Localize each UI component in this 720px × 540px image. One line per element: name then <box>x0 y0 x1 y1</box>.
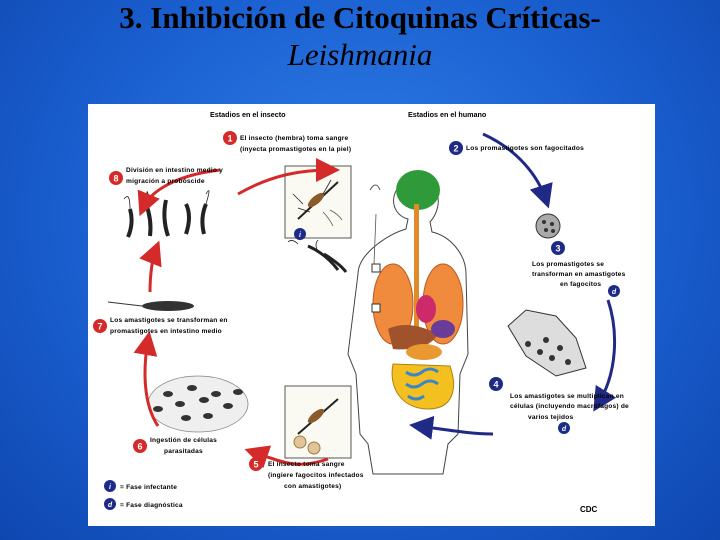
phagocyte-cell-illustration <box>535 213 561 239</box>
slide-title-line2: Leishmania <box>287 36 433 72</box>
mosquito-bite-illustration-top <box>284 165 381 239</box>
step-1-number: 1 <box>227 134 232 144</box>
legend-infective-label: = Fase infectante <box>120 484 177 491</box>
infective-badge <box>294 228 306 240</box>
elongated-promastigote-illustration <box>107 301 194 311</box>
step-2: 2 Los promastigotes son fagocitados <box>449 141 584 155</box>
step-1: 1 El insecto (hembra) toma sangre (inyec… <box>223 131 351 153</box>
stomach-organ <box>406 344 442 360</box>
human-body-illustration <box>347 170 469 475</box>
step-5-line-3: con amastigotes) <box>284 483 341 490</box>
legend-infective-badge: i <box>109 484 112 491</box>
arrow-5-to-6 <box>244 445 329 469</box>
step-3-line-3: en fagocitos <box>560 281 601 288</box>
step-2-line-1: Los promastigotes son fagocitados <box>466 145 584 152</box>
step-6-line-2: parasitadas <box>164 448 203 455</box>
arrow-1-to-8 <box>137 168 221 217</box>
step-4-line-3: varios tejidos <box>528 414 573 421</box>
step-6: 6 Ingestión de células parasitadas <box>133 437 217 455</box>
step-4: 4 Los amastigotes se multiplican en célu… <box>489 377 629 434</box>
step-4-line-1: Los amastigotes se multiplican en <box>510 393 624 400</box>
step-8-number: 8 <box>113 174 118 184</box>
step-3-diagnostic-badge: d <box>612 289 617 296</box>
legend-diagnostic-badge: d <box>108 502 113 509</box>
arrow-6-to-7 <box>133 331 160 427</box>
legend: i = Fase infectante d = Fase diagnóstica <box>104 480 183 510</box>
arrow-3-to-4 <box>593 299 617 412</box>
step-6-number: 6 <box>137 442 142 452</box>
slide-title-line1: 3. Inhibición de Citoquinas Críticas- <box>119 0 601 35</box>
step-3-line-2: transforman en amastigotes <box>532 271 626 278</box>
step-7-line-1: Los amastigotes se transforman en <box>110 317 228 324</box>
parasitized-cells-illustration <box>147 375 249 433</box>
dividing-promastigotes-illustration <box>123 190 210 238</box>
step-3: 3 Los promastigotes se transforman en am… <box>532 241 626 297</box>
promastigote-illustration <box>287 239 348 273</box>
step-5-line-2: (ingiere fagocitos infectados <box>268 472 364 479</box>
liver-organ <box>388 325 438 350</box>
step-4-number: 4 <box>493 380 498 390</box>
heart-organ <box>416 295 436 323</box>
step-8-line-2: migración a probóscide <box>126 178 205 185</box>
arrow-4-to-5 <box>409 415 494 440</box>
step-8-line-1: División en intestino medio y <box>126 167 223 174</box>
step-5-line-1: El insecto toma sangre <box>268 461 345 468</box>
step-7-line-2: promastigotes en intestino medio <box>110 328 222 335</box>
step-3-number: 3 <box>555 244 560 254</box>
step-8: 8 División en intestino medio y migració… <box>109 167 223 185</box>
step-5: 5 El insecto toma sangre (ingiere fagoci… <box>249 457 364 490</box>
legend-diagnostic-label: = Fase diagnóstica <box>120 502 183 509</box>
mosquito-bite-illustration-bottom <box>284 385 352 459</box>
step-7-number: 7 <box>97 322 102 332</box>
step-1-line-1: El insecto (hembra) toma sangre <box>240 135 349 142</box>
arrow-7-to-8 <box>139 240 162 293</box>
lifecycle-diagram: Estadios en el insecto Estadios en el hu… <box>93 110 629 514</box>
insect-stages-header: Estadios en el insecto <box>210 110 286 119</box>
brain-organ <box>396 170 440 210</box>
step-4-diagnostic-badge: d <box>562 426 567 433</box>
step-3-line-1: Los promastigotes se <box>532 261 604 268</box>
infected-macrophage-illustration <box>507 309 587 377</box>
step-6-line-1: Ingestión de células <box>150 437 217 444</box>
step-5-number: 5 <box>253 460 258 470</box>
lifecycle-diagram-panel: Estadios en el insecto Estadios en el hu… <box>88 104 655 526</box>
intestines-organ <box>391 363 454 410</box>
spleen-organ <box>431 320 455 338</box>
step-4-line-2: células (incluyendo macrófagos) de <box>510 403 629 410</box>
arrow-8-to-1 <box>237 158 340 196</box>
slide-title: 3. Inhibición de Citoquinas Críticas- Le… <box>0 0 720 72</box>
human-stages-header: Estadios en el humano <box>408 110 487 119</box>
step-2-number: 2 <box>453 144 458 154</box>
step-1-line-2: (inyecta promastigotes en la piel) <box>240 146 351 153</box>
credit-label: CDC <box>580 505 598 514</box>
step-7: 7 Los amastigotes se transforman en prom… <box>93 317 228 335</box>
arrow-2-to-3 <box>482 132 553 209</box>
infective-badge-letter: i <box>299 232 302 239</box>
